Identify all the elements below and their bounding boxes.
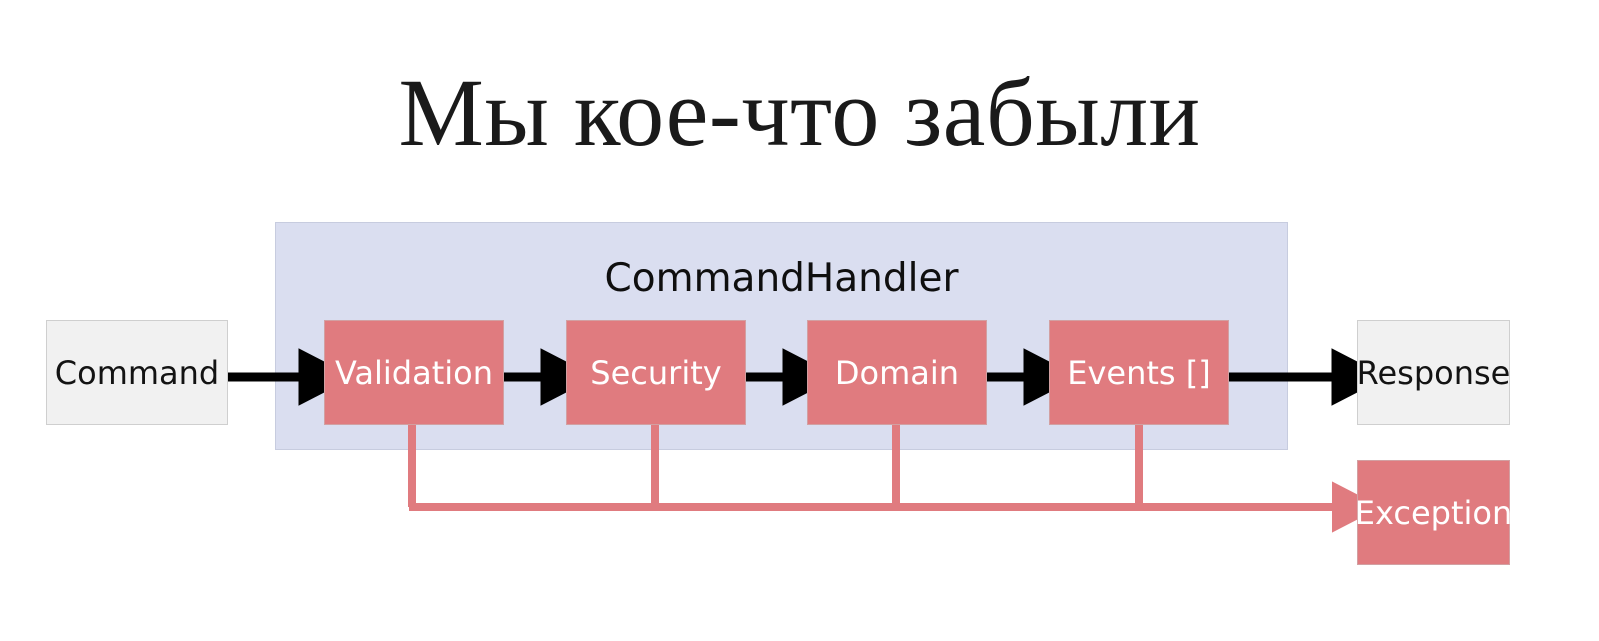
node-security-label: Security	[590, 353, 722, 392]
page-title: Мы кое-что забыли	[398, 59, 1201, 166]
node-command-label: Command	[54, 353, 220, 392]
node-exception-label: Exception	[1354, 493, 1513, 532]
node-exception[interactable]: Exception	[1354, 460, 1513, 565]
node-response[interactable]: Response	[1357, 320, 1510, 425]
node-domain-label: Domain	[834, 353, 960, 392]
node-command[interactable]: Command	[46, 320, 228, 425]
node-security[interactable]: Security	[566, 320, 746, 425]
node-domain[interactable]: Domain	[807, 320, 987, 425]
node-events[interactable]: Events []	[1049, 320, 1229, 425]
node-validation[interactable]: Validation	[324, 320, 504, 425]
node-validation-label: Validation	[334, 353, 493, 392]
node-events-label: Events []	[1067, 353, 1211, 392]
command-handler-label: CommandHandler	[604, 256, 959, 301]
node-response-label: Response	[1356, 353, 1511, 392]
